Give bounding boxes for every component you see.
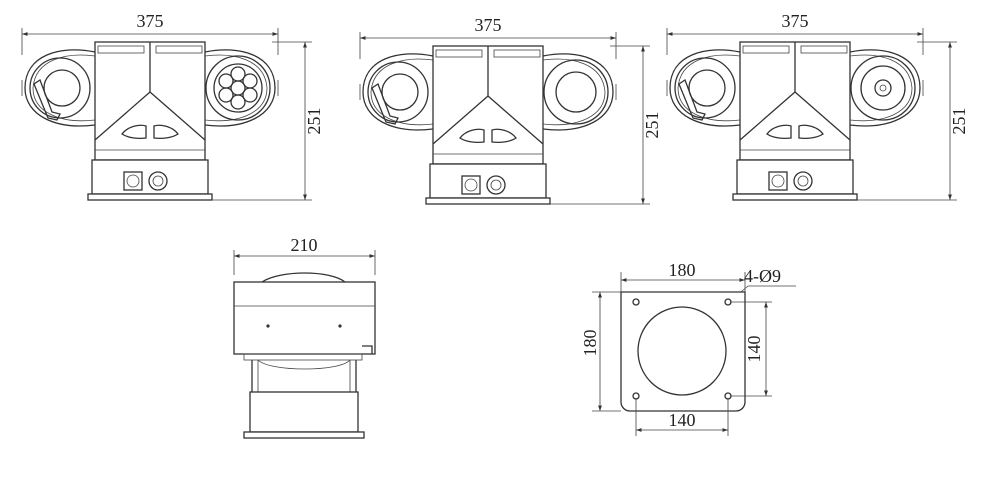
- side-base-housing: [249, 391, 359, 433]
- base-plate-view: 180 4-Ø9 180 140 140: [580, 260, 796, 436]
- width-label-1: 375: [137, 11, 164, 31]
- camera-body-outline: [666, 41, 858, 201]
- side-view: 210: [233, 235, 376, 439]
- center-opening: [637, 306, 727, 396]
- front-view-1: 375 251: [21, 11, 324, 201]
- front-view-2: 375 251: [359, 15, 662, 205]
- plate-bottom-width-label: 140: [669, 410, 696, 430]
- plate-left-height-label: 180: [580, 330, 600, 357]
- plate-right-height-label: 140: [744, 336, 764, 363]
- hole-spec-label: 4-Ø9: [744, 266, 781, 286]
- side-head-housing: [233, 281, 376, 355]
- ir-led-cluster-icon: [213, 63, 263, 113]
- round-window-icon: [555, 71, 597, 113]
- height-label-1: 251: [304, 108, 324, 135]
- height-label-3: 251: [949, 108, 969, 135]
- front-view-3: 375 251: [666, 11, 969, 201]
- plate-top-width-label: 180: [669, 260, 696, 280]
- width-label-2: 375: [475, 15, 502, 35]
- mount-hole-top-left: [632, 298, 640, 306]
- height-label-2: 251: [642, 112, 662, 139]
- side-width-label: 210: [291, 235, 318, 255]
- width-label-3: 375: [782, 11, 809, 31]
- thermal-lens-icon: [860, 65, 906, 111]
- camera-body-outline: [359, 45, 551, 205]
- camera-body-outline: [21, 41, 213, 201]
